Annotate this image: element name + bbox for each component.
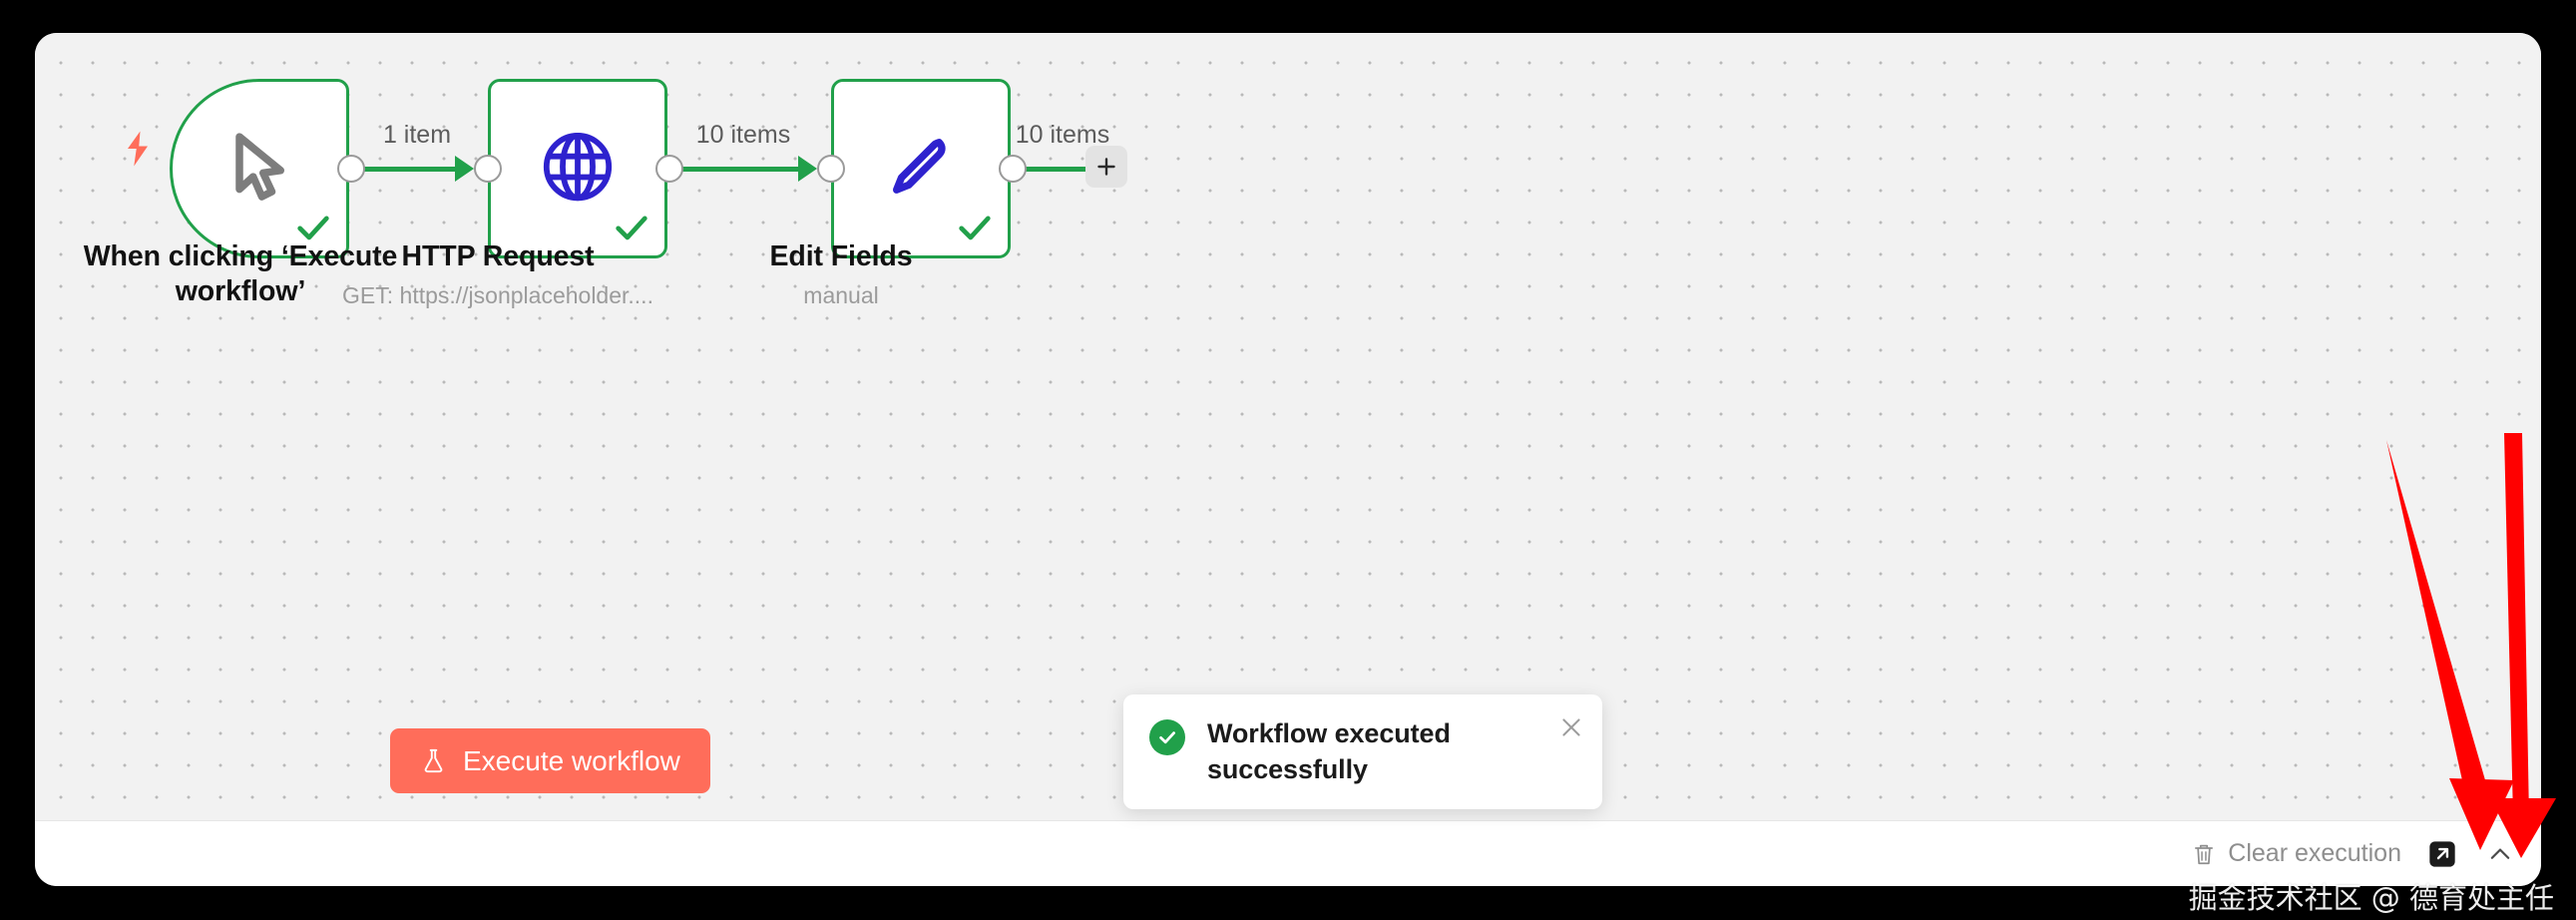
node-caption-edit-fields: Edit Fields manual: [632, 239, 1051, 309]
connection-line-3[interactable]: [1025, 167, 1106, 172]
node-title: HTTP Request: [401, 240, 595, 272]
node-http-request[interactable]: [488, 79, 667, 258]
node-when-clicking-execute-workflow[interactable]: [170, 79, 349, 258]
node-title: Edit Fields: [769, 240, 913, 272]
node-title: When clicking ‘Execute workflow’: [83, 240, 398, 307]
trash-icon: [2195, 844, 2214, 864]
success-check-icon: [1149, 719, 1185, 755]
collapse-panel-button[interactable]: [2483, 837, 2517, 871]
connection-arrow-2: [798, 156, 817, 182]
execution-bottom-bar: Clear execution: [35, 820, 2541, 886]
flask-icon: [424, 748, 443, 773]
node-success-check-icon: [616, 216, 647, 240]
connection-line-2[interactable]: [681, 167, 806, 172]
execute-workflow-button[interactable]: Execute workflow: [390, 728, 710, 793]
toast-notification: Workflow executed successfully: [1123, 694, 1602, 810]
connection-arrow-1: [455, 156, 474, 182]
connection-label-1: 1 item: [382, 121, 452, 149]
open-external-button[interactable]: [2425, 837, 2459, 871]
endpoint-http-output[interactable]: [655, 155, 683, 183]
node-success-check-icon: [297, 216, 329, 240]
connection-line-1[interactable]: [363, 167, 463, 172]
plus-icon: [1097, 158, 1115, 176]
n8n-workflow-window: When clicking ‘Execute workflow’ 1 item: [35, 33, 2541, 886]
endpoint-edit-input[interactable]: [817, 155, 845, 183]
close-icon[interactable]: [1558, 714, 1584, 740]
chevron-up-icon: [2490, 848, 2510, 859]
node-subtitle: manual: [803, 281, 879, 308]
pencil-icon: [873, 119, 969, 215]
endpoint-http-input[interactable]: [474, 155, 502, 183]
watermark-text: 掘金技术社区 @ 德育处主任: [2188, 881, 2554, 915]
node-caption-trigger: When clicking ‘Execute workflow’: [35, 239, 450, 309]
clear-execution-button[interactable]: Clear execution: [2191, 839, 2401, 868]
endpoint-edit-output[interactable]: [999, 155, 1027, 183]
globe-icon: [530, 119, 626, 215]
connection-label-3: 10 items: [1015, 121, 1110, 149]
add-node-button[interactable]: [1085, 146, 1127, 188]
clear-execution-label: Clear execution: [2228, 839, 2401, 867]
mouse-cursor-icon: [212, 119, 307, 215]
trigger-bolt-icon: [123, 130, 153, 168]
execute-workflow-label: Execute workflow: [463, 744, 680, 776]
connection-label-2: 10 items: [695, 121, 791, 149]
node-success-check-icon: [959, 216, 991, 240]
toast-message: Workflow executed successfully: [1207, 718, 1451, 784]
external-link-icon: [2429, 840, 2455, 867]
workflow-canvas[interactable]: When clicking ‘Execute workflow’ 1 item: [35, 33, 2541, 820]
node-caption-http-request: HTTP Request GET: https://jsonplaceholde…: [288, 239, 707, 309]
node-edit-fields[interactable]: [831, 79, 1011, 258]
endpoint-trigger-output[interactable]: [337, 155, 365, 183]
